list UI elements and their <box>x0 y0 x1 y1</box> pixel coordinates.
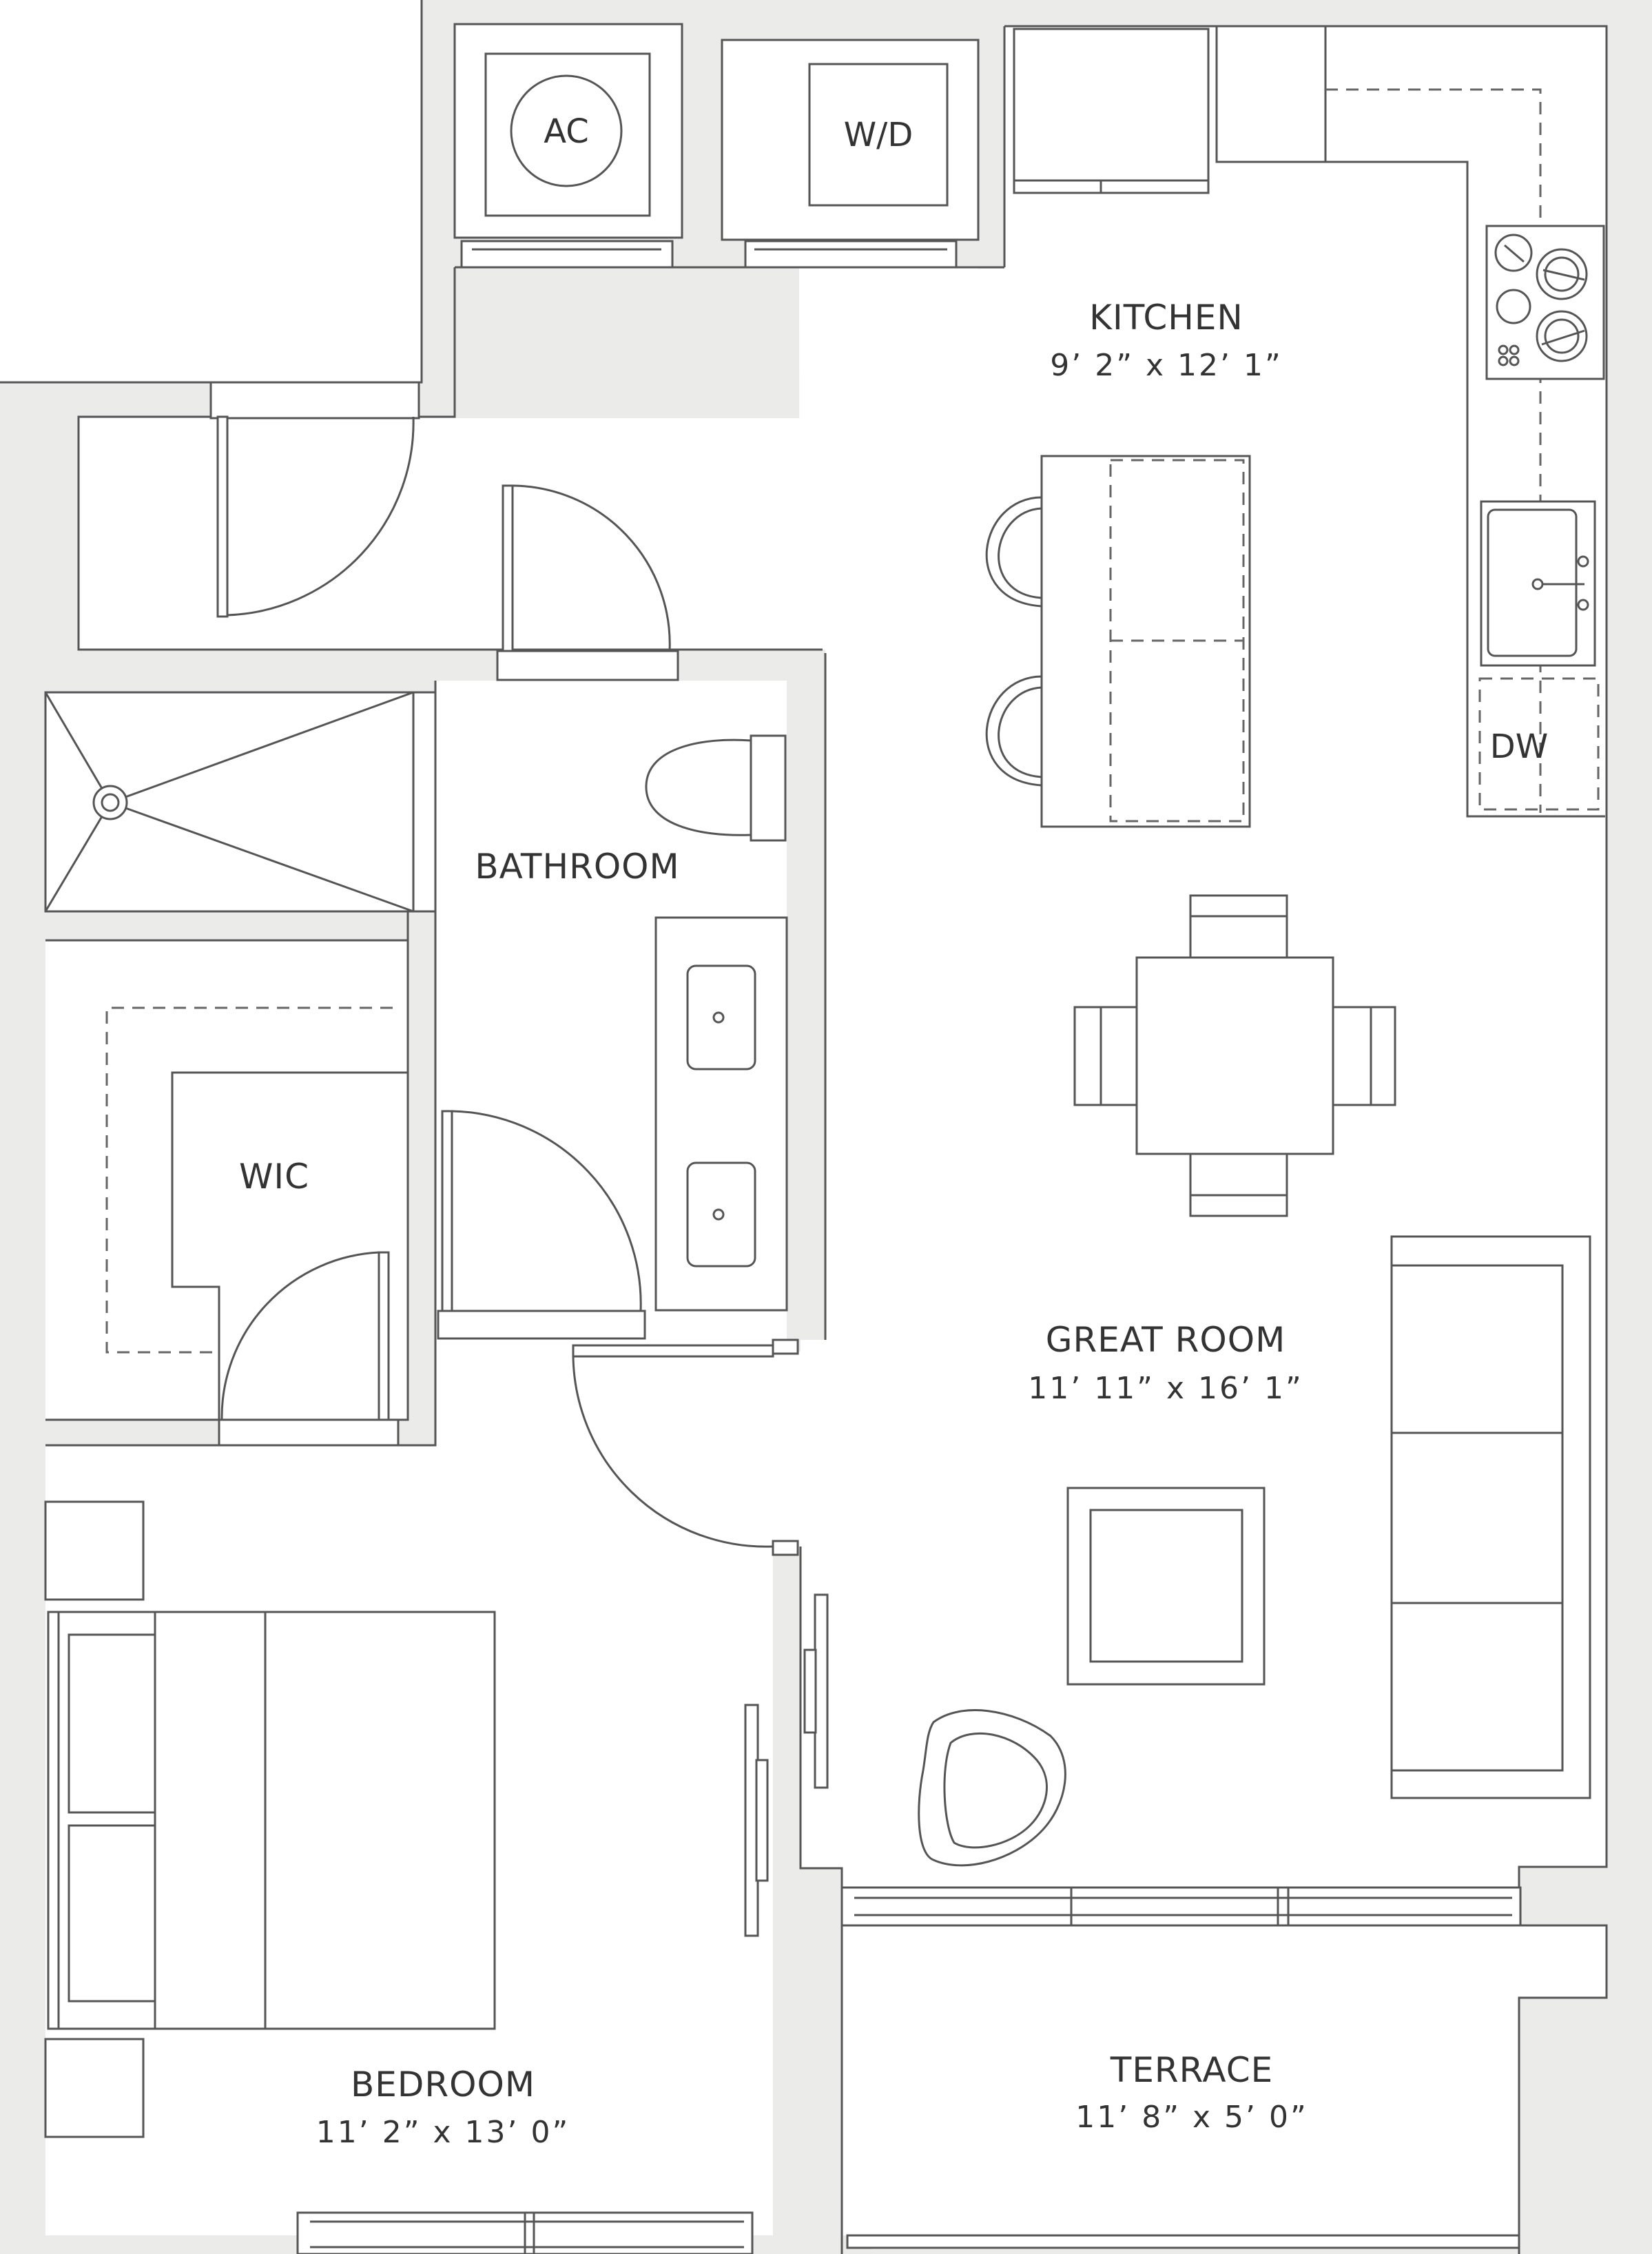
great-room-name: GREAT ROOM <box>1046 1320 1286 1360</box>
wic-name: WIC <box>239 1157 309 1197</box>
kitchen-counters: DW <box>1013 26 1605 818</box>
shower <box>44 691 437 913</box>
ac-label: AC <box>544 112 589 151</box>
terrace-sliding-door[interactable] <box>840 1886 1522 2249</box>
kitchen-island <box>985 455 1251 828</box>
wic-shelving <box>105 1006 408 1447</box>
bedroom-name: BEDROOM <box>351 2065 535 2105</box>
great-room-dims: 11’ 11” x 16’ 1” <box>1028 1371 1303 1406</box>
bedroom-furniture <box>44 1500 769 2138</box>
vanity <box>654 916 788 1312</box>
dw-label: DW <box>1490 727 1548 766</box>
lounge-chair <box>918 1709 1066 1867</box>
washer-dryer-closet: W/D <box>744 63 958 269</box>
kitchen-name: KITCHEN <box>1089 298 1243 338</box>
coffee-table <box>1066 1487 1266 1686</box>
bedroom-door[interactable] <box>572 1338 799 1556</box>
room-labels: KITCHEN 9’ 2” x 12’ 1” BATHROOM WIC GREA… <box>239 298 1308 2150</box>
wd-label: W/D <box>844 116 913 154</box>
toilet <box>645 734 787 842</box>
dining-set <box>1073 894 1396 1217</box>
bathroom-name: BATHROOM <box>475 847 679 887</box>
media-console <box>803 1593 829 1789</box>
terrace-name: TERRACE <box>1110 2050 1273 2090</box>
sofa <box>1390 1235 1591 1799</box>
bedroom-dims: 11’ 2” x 13’ 0” <box>316 2115 570 2150</box>
kitchen-dims: 9’ 2” x 12’ 1” <box>1050 348 1283 383</box>
terrace-dims: 11’ 8” x 5’ 0” <box>1075 2100 1308 2135</box>
bathroom-door[interactable] <box>496 484 679 681</box>
bedroom-window <box>296 2211 754 2254</box>
bath-inner-door[interactable] <box>437 1110 646 1340</box>
ac-closet: AC <box>460 52 674 269</box>
entry-door[interactable] <box>209 381 420 618</box>
